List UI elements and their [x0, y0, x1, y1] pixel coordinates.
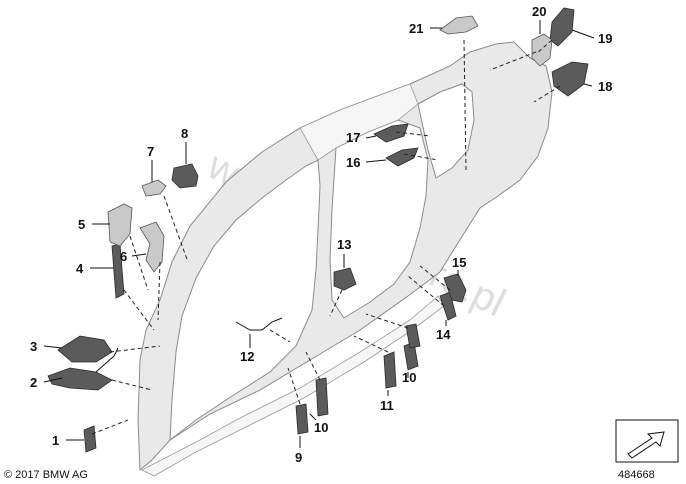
part-19: [549, 7, 575, 47]
callout-20: 20: [532, 4, 546, 19]
part-15: [443, 273, 467, 303]
part-17: [373, 123, 409, 143]
part-21: [439, 15, 479, 35]
diagram-number: 484668: [618, 469, 655, 481]
orientation-box: 484668: [615, 419, 679, 481]
callout-21: 21: [409, 21, 423, 36]
callout-18: 18: [598, 79, 612, 94]
part-16: [385, 147, 419, 167]
callout-4: 4: [76, 261, 84, 276]
callout-15: 15: [452, 255, 466, 270]
part-12: [235, 317, 283, 331]
callout-6: 6: [120, 249, 127, 264]
orientation-arrow-icon: [627, 431, 665, 459]
callout-7: 7: [147, 144, 154, 159]
callout-8: 8: [181, 126, 188, 141]
part-8: [171, 163, 199, 189]
callout-10a: 10: [314, 420, 328, 435]
part-1: [83, 425, 97, 453]
part-9: [295, 403, 309, 435]
part-6: [139, 221, 165, 273]
callout-10b: 10: [402, 370, 416, 385]
callout-14: 14: [436, 327, 451, 342]
part-3: [57, 335, 113, 363]
connection-lines: [91, 39, 561, 435]
callout-16: 16: [346, 155, 360, 170]
callout-13: 13: [337, 237, 351, 252]
part-14: [439, 291, 457, 321]
callout-12: 12: [240, 349, 254, 364]
callout-19: 19: [598, 31, 612, 46]
part-11: [383, 351, 397, 389]
part-7: [141, 179, 167, 197]
callout-5: 5: [78, 217, 85, 232]
callout-1: 1: [52, 433, 59, 448]
callout-labels: 1 2 3 4 5 6 7 8 9 10 10 11 12 13 14 15 1…: [30, 4, 612, 465]
part-5: [107, 203, 133, 247]
callout-9: 9: [295, 450, 302, 465]
part-10a: [315, 377, 329, 417]
callout-11: 11: [380, 398, 394, 413]
part-2: [47, 347, 119, 391]
part-18: [551, 61, 589, 97]
callout-2: 2: [30, 375, 37, 390]
part-13: [333, 267, 357, 291]
leader-lines: [43, 20, 595, 448]
callout-3: 3: [30, 339, 37, 354]
part-10b: [403, 323, 421, 371]
copyright: © 2017 BMW AG: [4, 469, 88, 481]
callout-17: 17: [346, 130, 360, 145]
part-20: [531, 33, 553, 67]
body-side-frame: [137, 41, 553, 477]
